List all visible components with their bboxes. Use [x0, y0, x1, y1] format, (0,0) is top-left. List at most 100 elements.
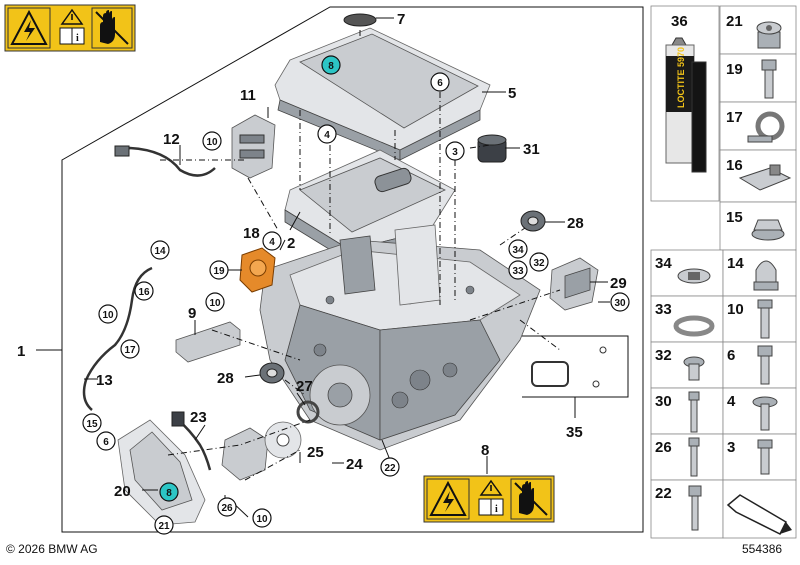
callout-25: 25: [307, 444, 324, 461]
hex-bolt-icon: [761, 59, 777, 99]
sidebar-cell-21: 21: [719, 5, 797, 55]
circle-callout-16: 16: [134, 281, 154, 301]
screw-plug-icon: [677, 268, 711, 284]
callout-9: 9: [188, 305, 196, 322]
svg-text:19: 19: [726, 61, 743, 78]
sidebar-cell-26: 26: [650, 433, 724, 481]
callout-27: 27: [296, 378, 313, 395]
callout-31: 31: [523, 141, 540, 158]
circle-callout-15: 15: [82, 413, 102, 433]
svg-text:30: 30: [614, 298, 626, 309]
callout-20: 20: [114, 483, 131, 500]
callout-29: 29: [610, 275, 627, 292]
circle-callout-6b: 6: [96, 431, 116, 451]
callout-13: 13: [96, 372, 113, 389]
sidebar-cell-30: 30: [650, 387, 724, 435]
svg-text:10: 10: [102, 310, 114, 321]
svg-text:26: 26: [221, 503, 233, 514]
svg-text:34: 34: [655, 255, 672, 272]
circle-callout-10d: 10: [252, 508, 272, 528]
callout-28-upper: 28: [567, 215, 584, 232]
svg-text:33: 33: [512, 266, 524, 277]
svg-text:LOCTITE 5970: LOCTITE 5970: [676, 47, 686, 108]
bracket-assembly: [231, 114, 276, 179]
assembly-frame: [61, 6, 644, 533]
warning-label-top: i: [4, 4, 136, 52]
diagram-number: 554386: [742, 542, 783, 556]
callout-23: 23: [190, 409, 207, 426]
sidebar-cell-33: 33: [650, 295, 724, 343]
sidebar-cell-4: 4: [722, 387, 797, 435]
svg-text:21: 21: [158, 521, 170, 532]
svg-text:4: 4: [727, 393, 736, 410]
small-parts-kit: [522, 335, 629, 418]
circle-callout-34: 34: [508, 239, 528, 259]
callout-7: 7: [397, 11, 405, 28]
svg-text:22: 22: [384, 463, 396, 474]
svg-text:6: 6: [103, 437, 109, 448]
callout-8: 8: [481, 442, 489, 459]
sidebar-cell-22: 22: [650, 479, 724, 539]
svg-text:19: 19: [213, 266, 225, 277]
callout-35: 35: [566, 424, 583, 441]
svg-text:17: 17: [726, 109, 743, 126]
leader-lines: [84, 17, 610, 518]
callout-11: 11: [240, 87, 256, 104]
svg-text:17: 17: [124, 345, 136, 356]
sidebar-cell-15: 15: [719, 201, 797, 251]
sidebar-cell-3: 3: [722, 433, 797, 481]
plug-screw-icon: [756, 21, 782, 49]
callout-12: 12: [163, 131, 180, 148]
callout-1: 1: [17, 343, 25, 360]
assembly-lines: [160, 30, 561, 481]
cover-plate: [274, 27, 491, 161]
cap-nut-icon: [753, 260, 779, 291]
svg-text:32: 32: [533, 258, 545, 269]
torx-bolt-icon: [688, 485, 702, 531]
screw-plug-small-icon: [683, 356, 705, 381]
circle-callout-33: 33: [508, 260, 528, 280]
circle-callout-4b: 4: [262, 231, 282, 251]
cover-plate-small: [175, 321, 241, 363]
high-voltage-warning-icon: [426, 478, 470, 520]
callout-2: 2: [287, 235, 295, 252]
circle-callout-17: 17: [120, 339, 140, 359]
collar-bolt-icon: [757, 299, 773, 339]
cable-holder-icon: [738, 164, 792, 191]
svg-text:15: 15: [726, 209, 743, 226]
svg-text:3: 3: [452, 147, 458, 158]
circle-callout-30: 30: [610, 292, 630, 312]
parts-sidebar: 36 LOCTITE 5970 21 19 17 16: [650, 5, 797, 539]
circle-callout-22: 22: [380, 457, 400, 477]
stud-bolt-icon: [688, 437, 700, 477]
main-housing: [259, 224, 541, 451]
circled-callouts: 3 4 4 6 6 8 8 10 10 10 10 14 15 16 17 19…: [82, 55, 630, 535]
circle-callout-19: 19: [209, 260, 229, 280]
svg-text:32: 32: [655, 347, 672, 364]
svg-text:21: 21: [726, 13, 743, 30]
circle-callout-32: 32: [529, 252, 549, 272]
svg-text:10: 10: [256, 514, 268, 525]
sidebar-cell-17: 17: [719, 101, 797, 151]
washer-bolt-icon: [752, 396, 778, 431]
callout-24: 24: [346, 456, 363, 473]
direction-arrow-icon: [726, 494, 792, 536]
circle-callout-3: 3: [445, 141, 465, 161]
sidebar-cell-19: 19: [719, 53, 797, 103]
sensor-bracket: [221, 421, 302, 481]
connector-module: [549, 257, 599, 311]
svg-text:10: 10: [209, 298, 221, 309]
seal-disk: [343, 13, 377, 27]
o-ring: [296, 400, 320, 424]
svg-text:10: 10: [206, 137, 218, 148]
sidebar-cell-10: 10: [722, 295, 797, 343]
circle-callout-10c: 10: [98, 304, 118, 324]
svg-text:i: i: [495, 504, 498, 515]
circle-callout-8b: 8: [159, 482, 179, 502]
circle-callout-26: 26: [217, 497, 237, 517]
callout-18: 18: [243, 225, 260, 242]
no-touch-hand-icon: [510, 478, 552, 520]
no-touch-hand-icon: [91, 7, 133, 49]
svg-text:4: 4: [324, 130, 330, 141]
